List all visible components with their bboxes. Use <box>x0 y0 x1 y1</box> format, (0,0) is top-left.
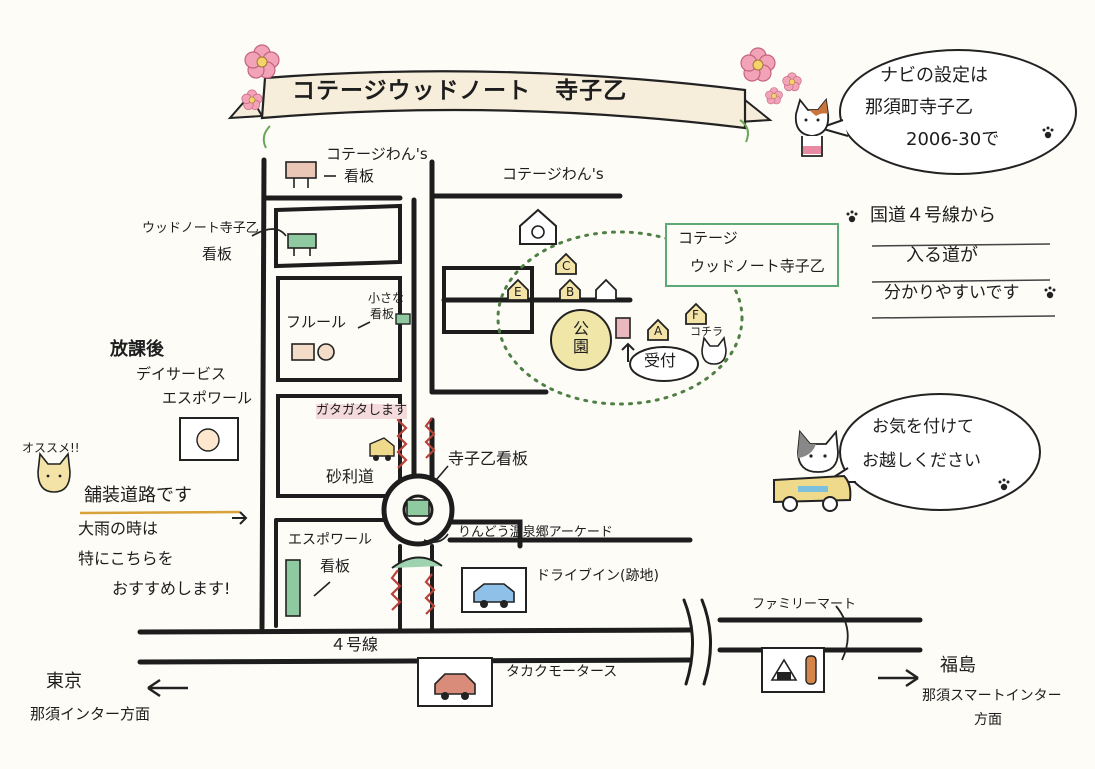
flower-icon <box>244 44 280 79</box>
wans-sign-label: コテージわん's <box>326 145 428 163</box>
car-icon <box>434 673 476 700</box>
afterschool-label-3: エスポワール <box>162 389 253 407</box>
cat-icon <box>37 451 71 493</box>
arrow-right-icon <box>878 668 919 688</box>
fullu-label: フルール <box>286 313 347 331</box>
takaku-label: タカクモータース <box>506 664 618 680</box>
terako-sign-label: 寺子乙看板 <box>448 449 529 468</box>
sign-icon <box>285 161 317 188</box>
bumpy-label: ガタガタします <box>316 403 408 419</box>
careful-line-2: お越しください <box>862 451 981 471</box>
reception-bubble <box>629 346 699 382</box>
title-ribbon <box>227 70 773 130</box>
takaku-box <box>417 657 493 707</box>
page-title: コテージウッドノート 寺子乙 <box>292 78 628 104</box>
nav-line-2: 那須町寺子乙 <box>865 97 973 118</box>
house-icon <box>507 278 529 301</box>
flower-icon <box>765 87 783 105</box>
wans-road-label: コテージわん's <box>502 165 604 183</box>
tokyo-direction: 那須インター方面 <box>30 705 151 723</box>
sign-icon <box>395 313 411 325</box>
car-icon <box>773 474 852 512</box>
afterschool-label-2: デイサービス <box>136 365 227 383</box>
house-label-c: C <box>562 259 571 273</box>
wood-sign-label: ウッドノート寺子乙 <box>142 221 259 236</box>
house-label-a: A <box>654 324 663 338</box>
sign-icon <box>287 233 317 256</box>
house-label-b: B <box>566 285 575 299</box>
arcade-gate <box>391 556 443 569</box>
reception-label: 受付 <box>644 351 677 370</box>
onigiri-icon <box>770 658 798 681</box>
fukushima-direction-2: 方面 <box>974 712 1002 728</box>
rain-line-2: 特にこちらを <box>78 549 174 568</box>
tip-line-3: 分かりやすいです <box>884 283 1020 303</box>
park-label: 公園 <box>572 319 589 356</box>
bumpy-marks <box>390 411 436 615</box>
house-icon <box>595 278 617 301</box>
house-icon <box>519 208 557 245</box>
cat-icon <box>701 336 727 365</box>
recommend-label: オススメ!! <box>22 441 80 455</box>
paw-icon <box>1044 286 1056 299</box>
wans-sign-label-2: 看板 <box>344 167 375 185</box>
sign-icon <box>406 499 430 517</box>
paved-label: 舗装道路です <box>84 485 192 506</box>
nav-line-1: ナビの設定は <box>880 65 988 86</box>
careful-line-1: お気を付けて <box>872 417 974 437</box>
house-icon <box>559 278 581 301</box>
car-icon <box>473 583 515 608</box>
afterschool-label: 放課後 <box>110 339 164 360</box>
drivein-label: ドライブイン(跡地) <box>536 568 659 584</box>
cottage-label-box <box>665 223 839 287</box>
arrow-left-icon <box>147 678 188 698</box>
house-label-f: F <box>692 308 699 322</box>
rain-line-1: 大雨の時は <box>78 519 159 538</box>
sign-icon <box>285 559 301 617</box>
paved-underline <box>79 510 241 515</box>
tip-line-1: 国道４号線から <box>870 205 996 226</box>
nav-bubble <box>816 49 1077 175</box>
flower-icon <box>740 47 776 82</box>
cottage-area <box>496 230 744 406</box>
cottage-label: コテージ <box>678 229 738 247</box>
fukushima-direction: 那須スマートインター <box>922 688 1062 704</box>
flower-icon <box>241 89 263 110</box>
house-icon <box>647 318 669 341</box>
paw-icon <box>846 210 858 223</box>
small-sign-label: 小さな <box>368 291 405 305</box>
cottage-label-2: ウッドノート寺子乙 <box>690 257 825 275</box>
fukushima-label: 福島 <box>940 655 976 676</box>
house-icon <box>685 302 707 325</box>
route4-label: ４号線 <box>330 635 379 654</box>
flower-icon <box>782 72 802 92</box>
gravel-label: 砂利道 <box>326 467 375 486</box>
tokyo-label: 東京 <box>46 671 82 692</box>
house-icon <box>555 252 577 275</box>
nav-line-3: 2006-30で <box>906 129 1000 150</box>
espo-sign-label-2: 看板 <box>320 557 351 575</box>
cat-icon <box>797 429 839 473</box>
familymart-label: ファミリーマート <box>752 597 857 612</box>
wood-sign-label-2: 看板 <box>202 245 233 263</box>
small-sign-label-2: 看板 <box>370 307 395 321</box>
car-icon <box>369 437 395 461</box>
park <box>550 309 612 371</box>
cat-icon <box>794 97 830 157</box>
rain-line-3: おすすめします! <box>112 579 231 598</box>
house-label-e: E <box>514 285 522 299</box>
kochira-label: コチラ <box>690 325 723 338</box>
arcade-label: りんどう温泉郷アーケード <box>458 525 613 540</box>
tip-line-2: 入る道が <box>906 245 978 266</box>
espo-sign-label: エスポワール <box>288 532 372 548</box>
afterschool-plaque <box>179 417 239 461</box>
